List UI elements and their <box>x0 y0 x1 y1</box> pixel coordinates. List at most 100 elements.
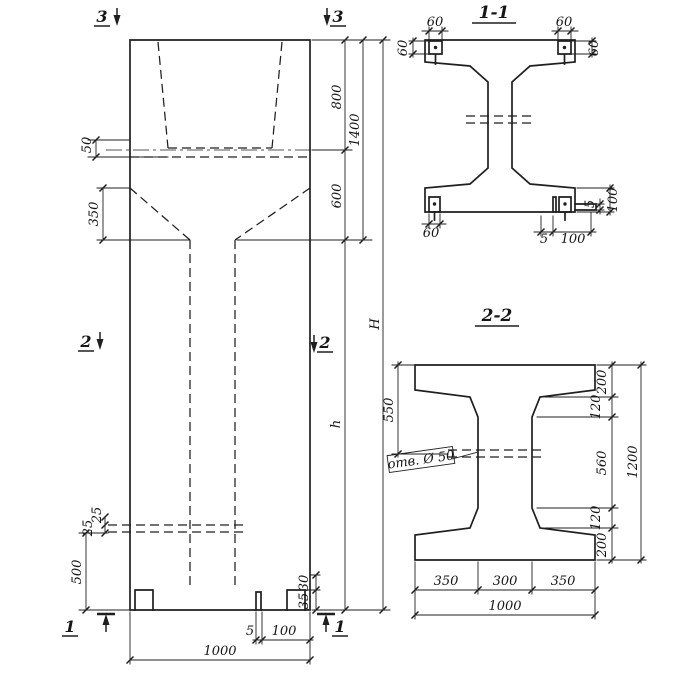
dim-60-top-left-h: 60 <box>421 15 449 36</box>
dim-label-50: 50 <box>80 137 95 154</box>
dim-550-left: 550 <box>382 360 403 459</box>
dim-ticks <box>605 183 615 217</box>
dim-label-500: 500 <box>70 560 85 585</box>
dim-label-800: 800 <box>330 85 345 110</box>
dim-foot-30-35: 30 35 <box>297 570 321 615</box>
dim-800: 800 <box>330 35 350 155</box>
dim-label-5: 5 <box>540 232 548 247</box>
marker-arrowhead <box>310 342 318 353</box>
dim-ticks <box>424 26 447 36</box>
dim-label-1000: 1000 <box>203 644 236 659</box>
dim-ticks <box>595 199 605 215</box>
dim-ticks <box>358 35 368 245</box>
marker-arrowhead <box>102 614 110 625</box>
dim-60-top-right-v: 60 <box>587 36 602 59</box>
marker-label-2: 2 <box>79 332 91 351</box>
dim-label-5: 5 <box>583 200 598 208</box>
dim-ticks <box>125 655 315 665</box>
dim-label-600: 600 <box>330 184 345 209</box>
dim-ticks <box>553 26 576 36</box>
column-outline <box>129 39 311 611</box>
dim-label-h: h <box>329 420 344 428</box>
dim-ticks <box>410 585 600 595</box>
dim-ticks <box>251 635 315 645</box>
column-feet <box>134 589 306 611</box>
dim-ticks <box>378 35 388 615</box>
dim-label-25b: 25 <box>81 520 96 538</box>
marker-label-3: 3 <box>96 7 107 26</box>
embed-plate-bottom-left <box>428 196 441 221</box>
dim-ticks <box>91 135 101 162</box>
dim-350-300-350-bottom: 350 300 350 <box>410 574 600 595</box>
dim-h: h <box>329 239 350 615</box>
dim-ticks <box>587 36 597 59</box>
section-2-2-extension-lines <box>391 364 647 620</box>
dim-foot-5-100: 5 100 <box>246 624 315 645</box>
dim-ticks <box>98 183 108 245</box>
marker-label-1: 1 <box>64 617 75 636</box>
marker-arrowhead <box>96 339 104 350</box>
dim-label-550: 550 <box>382 398 397 423</box>
dim-label-30: 30 <box>297 575 312 592</box>
hole-note-text: отв. Ø 50 <box>387 448 456 472</box>
dim-label-350-right: 350 <box>551 574 576 589</box>
column-hidden-lines <box>108 41 311 590</box>
dim-label-350-left: 350 <box>434 574 459 589</box>
section-2-2-outline <box>414 364 596 561</box>
dim-ticks <box>311 570 321 615</box>
dim-ticks <box>81 528 91 615</box>
dim-chain-right: 200 120 560 120 200 <box>589 360 617 565</box>
dim-label-100: 100 <box>561 232 586 247</box>
dim-ticks <box>424 219 445 229</box>
section-1-1-title: 1-1 <box>479 3 510 23</box>
dim-label-60: 60 <box>427 15 444 30</box>
dim-600: 600 <box>330 149 350 245</box>
dim-ticks <box>410 610 600 620</box>
dim-50: 50 <box>80 135 101 162</box>
dim-ticks <box>393 360 403 459</box>
hole-note-leader <box>451 451 479 460</box>
dim-label-350: 350 <box>87 202 102 227</box>
dim-label-35: 35 <box>297 593 312 610</box>
section-marker-2-right: 2 <box>310 333 333 353</box>
dim-label-1000: 1000 <box>488 599 521 614</box>
dim-ticks <box>100 512 110 538</box>
dim-350: 350 <box>87 183 108 245</box>
dim-ticks <box>607 360 617 565</box>
embed-plate-top-right <box>557 40 572 65</box>
dim-label-300: 300 <box>493 574 518 589</box>
anchor-dot-top-left <box>433 45 438 50</box>
dim-label-60: 60 <box>587 40 602 57</box>
dim-ticks <box>636 360 646 565</box>
dim-label-25a: 25 <box>90 507 105 525</box>
dim-5-right: 5 <box>583 198 605 215</box>
dim-label-H: H <box>368 318 383 331</box>
dim-1400: 1400 <box>348 35 368 245</box>
marker-label-1: 1 <box>334 617 345 636</box>
dim-ticks <box>408 36 418 59</box>
dim-label-100: 100 <box>606 188 621 213</box>
dim-500: 500 <box>70 528 91 615</box>
hole-note-flag: отв. Ø 50 <box>386 445 456 474</box>
section-2-2-view: 2-2 отв. Ø 50 550 200 120 560 120 200 1 <box>382 306 647 620</box>
dim-25-25: 25 25 <box>81 507 110 538</box>
dim-1000-bottom: 1000 <box>410 599 600 620</box>
dim-60-top-right-h: 60 <box>551 15 579 36</box>
section-marker-2-left: 2 <box>78 332 104 352</box>
embed-plate-bottom-right <box>552 196 597 221</box>
section-1-1-view: 1-1 60 60 60 60 <box>396 3 621 247</box>
section-1-1-hidden-lines <box>466 115 534 124</box>
section-2-2-title: 2-2 <box>481 306 513 326</box>
dim-label-1400: 1400 <box>348 113 363 146</box>
dim-label-60: 60 <box>556 15 573 30</box>
dim-ticks <box>340 605 350 615</box>
section-marker-1-right: 1 <box>317 612 348 637</box>
dim-label-200-bottom: 200 <box>595 533 610 559</box>
section-marker-3-right: 3 <box>323 7 346 27</box>
anchor-dot-bottom-right <box>563 202 567 206</box>
dim-ticks <box>536 227 596 237</box>
dim-label-100: 100 <box>272 624 297 639</box>
marker-arrowhead <box>113 15 121 26</box>
elevation-view: 800 600 h 1400 H 50 <box>62 7 391 665</box>
